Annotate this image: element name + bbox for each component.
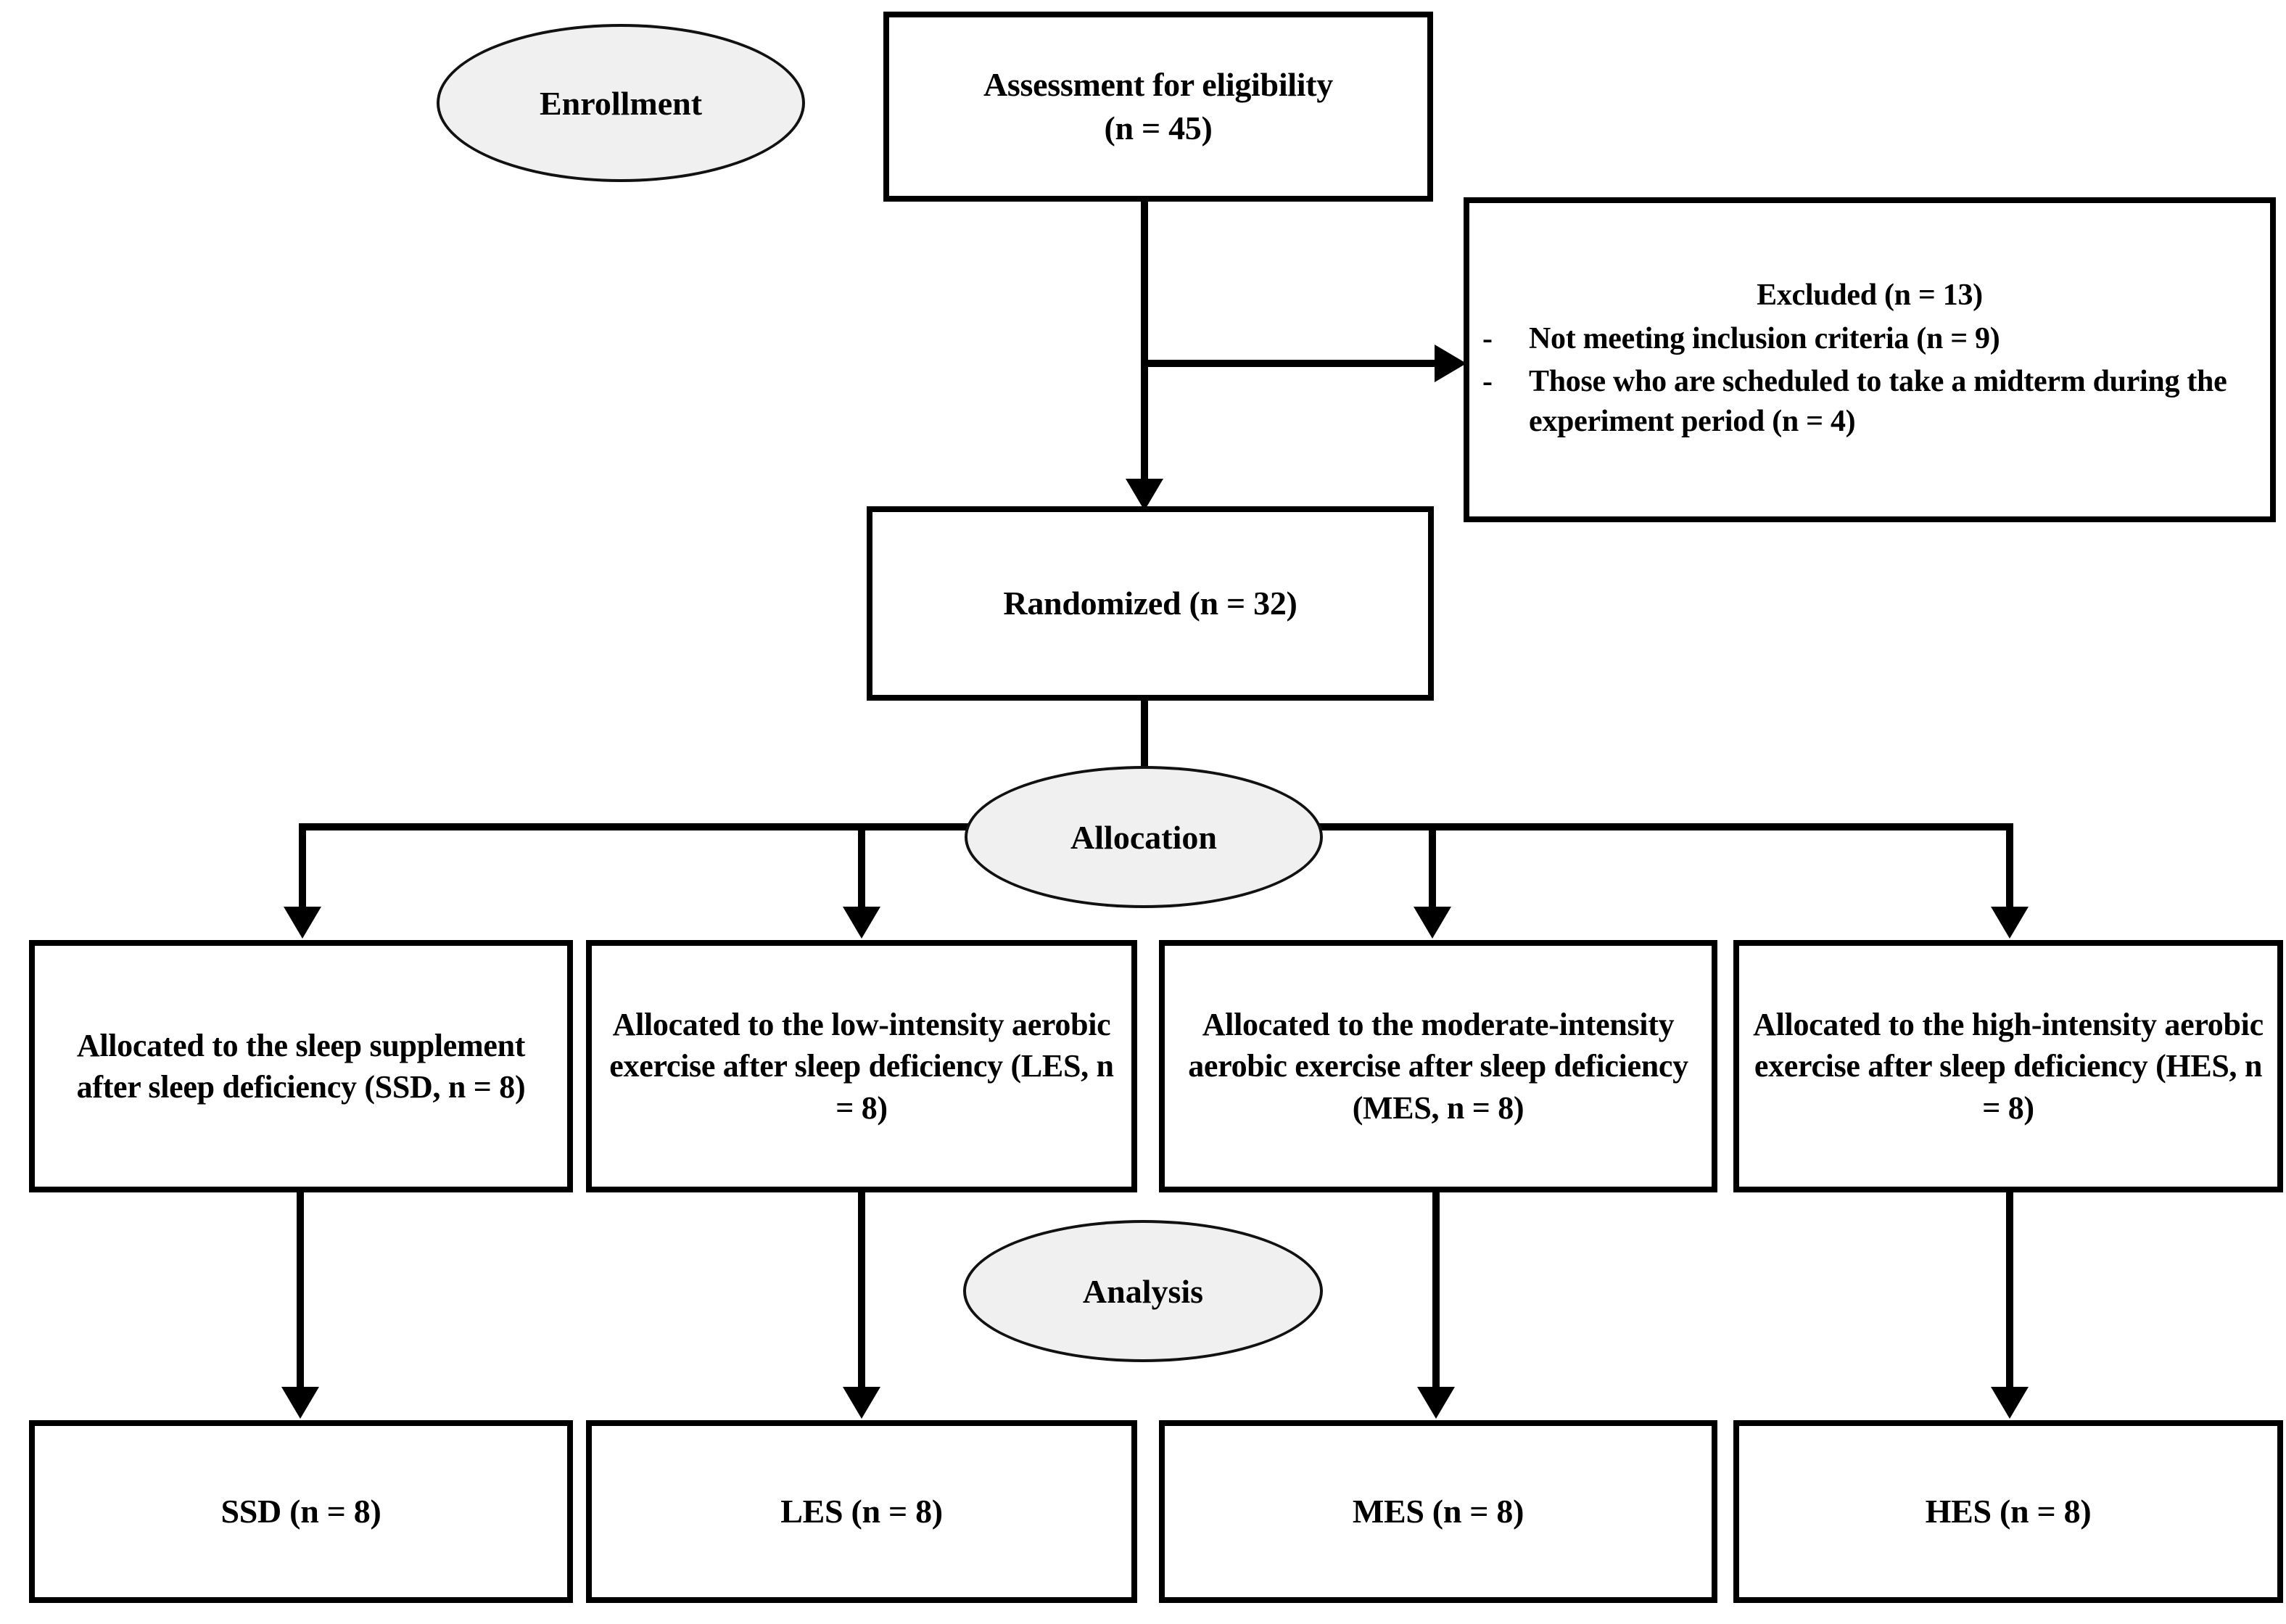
node-excluded: Excluded (n = 13) - Not meeting inclusio… (1464, 197, 2276, 522)
connector-randomized-to-allocation (1141, 701, 1148, 788)
excluded-content: Excluded (n = 13) - Not meeting inclusio… (1469, 276, 2270, 444)
connector-allocation-to-group-ssd (299, 823, 306, 912)
excluded-reason-item: - Those who are scheduled to take a midt… (1477, 362, 2263, 441)
stage-label-enrollment-text: Enrollment (539, 84, 703, 122)
node-randomized: Randomized (n = 32) (867, 506, 1434, 701)
stage-label-analysis: Analysis (963, 1220, 1323, 1362)
connector-hes-to-analysis (2006, 1192, 2013, 1393)
randomized-text: Randomized (n = 32) (1003, 585, 1297, 622)
analysis-label-mes: MES (n = 8) (1352, 1493, 1524, 1530)
arrowhead-assessment-to-randomized (1126, 479, 1163, 511)
arrowhead-hes-to-analysis (1991, 1387, 2029, 1419)
analysis-label-les: LES (n = 8) (780, 1493, 943, 1530)
excluded-reason-text: Those who are scheduled to take a midter… (1529, 365, 2227, 438)
assessment-line-2: (n = 45) (1104, 110, 1213, 147)
stage-label-analysis-text: Analysis (1082, 1272, 1204, 1310)
connector-allocation-to-group-hes (2006, 823, 2013, 912)
arrowhead-allocation-to-group-les (843, 907, 880, 939)
allocation-box-hes: Allocated to the high-intensity aerobic … (1733, 940, 2283, 1192)
arrowhead-les-to-analysis (843, 1387, 880, 1419)
allocation-label-les: Allocated to the low-intensity aerobic e… (609, 1007, 1114, 1126)
analysis-box-mes: MES (n = 8) (1159, 1420, 1717, 1603)
assessment-line-1: Assessment for eligibility (983, 66, 1333, 104)
analysis-box-hes: HES (n = 8) (1733, 1420, 2283, 1603)
connector-mes-to-analysis (1432, 1192, 1440, 1393)
allocation-label-ssd: Allocated to the sleep supplement after … (76, 1027, 526, 1105)
connector-assessment-to-excluded (1141, 360, 1438, 367)
arrowhead-assessment-to-excluded (1435, 345, 1466, 382)
arrowhead-allocation-to-group-hes (1991, 907, 2029, 939)
excluded-title: Excluded (n = 13) (1757, 278, 1983, 312)
bullet-dash-icon: - (1482, 322, 1493, 356)
arrowhead-mes-to-analysis (1417, 1387, 1455, 1419)
stage-label-allocation: Allocation (965, 766, 1323, 908)
arrowhead-allocation-to-group-ssd (284, 907, 321, 939)
analysis-box-ssd: SSD (n = 8) (29, 1420, 573, 1603)
excluded-reason-list: - Not meeting inclusion criteria (n = 9)… (1477, 319, 2263, 441)
node-assessment-for-eligibility: Assessment for eligibility (n = 45) (883, 12, 1433, 202)
allocation-box-les: Allocated to the low-intensity aerobic e… (586, 940, 1137, 1192)
stage-label-enrollment: Enrollment (437, 24, 805, 182)
bullet-dash-icon: - (1482, 365, 1493, 398)
excluded-reason-item: - Not meeting inclusion criteria (n = 9) (1477, 319, 2263, 359)
analysis-label-ssd: SSD (n = 8) (220, 1493, 381, 1530)
connector-assessment-to-randomized (1141, 202, 1148, 492)
arrowhead-ssd-to-analysis (281, 1387, 319, 1419)
allocation-box-mes: Allocated to the moderate-intensity aero… (1159, 940, 1717, 1192)
allocation-label-mes: Allocated to the moderate-intensity aero… (1188, 1007, 1688, 1126)
stage-label-allocation-text: Allocation (1070, 818, 1217, 856)
connector-ssd-to-analysis (297, 1192, 304, 1393)
arrowhead-allocation-to-group-mes (1414, 907, 1451, 939)
connector-allocation-to-group-mes (1429, 823, 1436, 912)
excluded-reason-text: Not meeting inclusion criteria (n = 9) (1529, 322, 2000, 356)
allocation-box-ssd: Allocated to the sleep supplement after … (29, 940, 573, 1192)
connector-allocation-to-group-les (858, 823, 865, 912)
analysis-label-hes: HES (n = 8) (1925, 1493, 2092, 1530)
allocation-label-hes: Allocated to the high-intensity aerobic … (1753, 1007, 2264, 1126)
assessment-text: Assessment for eligibility (n = 45) (889, 63, 1427, 150)
connector-les-to-analysis (858, 1192, 865, 1393)
analysis-box-les: LES (n = 8) (586, 1420, 1137, 1603)
